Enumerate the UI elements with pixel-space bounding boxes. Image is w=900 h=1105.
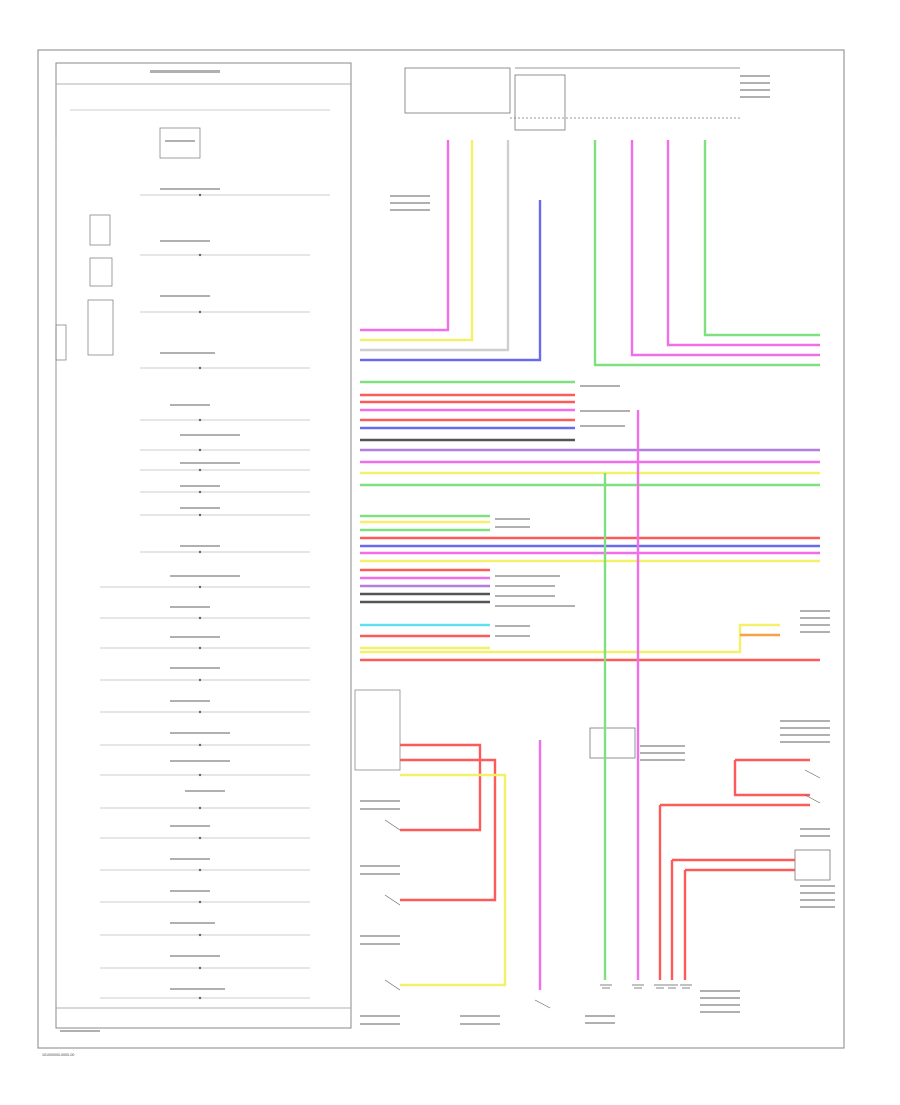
meter-switch-rows bbox=[55, 109, 330, 1000]
meter-contact-dots bbox=[198, 193, 202, 1000]
right-label-marks bbox=[360, 75, 835, 1025]
diagram-frame bbox=[37, 49, 845, 1049]
door-module-box bbox=[354, 689, 401, 771]
switch-symbols bbox=[384, 769, 821, 1009]
meter-components bbox=[55, 127, 201, 361]
diagram-footer: 101000000-0000-00 bbox=[42, 1053, 74, 1057]
top-components bbox=[404, 67, 831, 881]
meter-label-marks bbox=[60, 70, 240, 1032]
bus-wires bbox=[360, 380, 820, 662]
vertical-wires bbox=[360, 140, 820, 367]
ground-symbols bbox=[600, 984, 692, 989]
lower-vertical-wires bbox=[400, 410, 810, 990]
